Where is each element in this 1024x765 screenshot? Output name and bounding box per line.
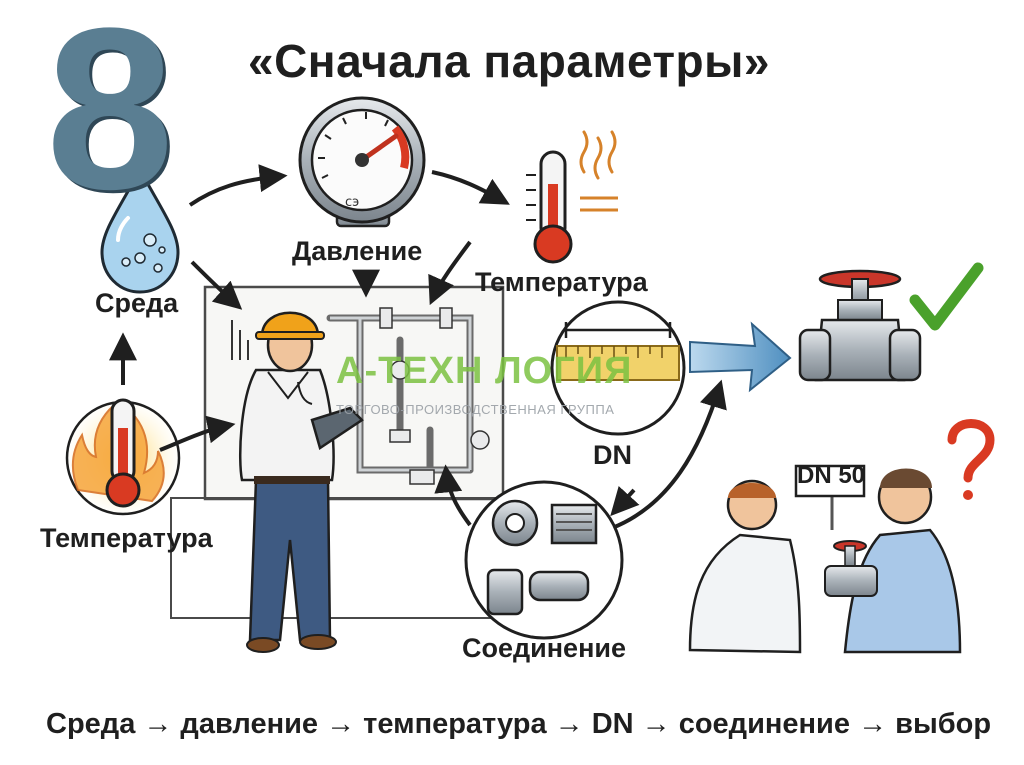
- ruler-icon: [550, 300, 686, 436]
- drop-icon: [100, 166, 180, 294]
- page-title: «Сначала параметры»: [248, 35, 770, 87]
- thermometer-hot-icon: [65, 398, 181, 516]
- label-pressure: Давление: [292, 236, 423, 266]
- label-dn: DN: [593, 440, 632, 470]
- watermark-logo: А-ТЕХН ЛОГИЯ: [336, 350, 633, 392]
- result-arrow: [689, 321, 792, 393]
- label-temperature-left: Температура: [40, 523, 213, 553]
- technicians-scene: [688, 419, 995, 654]
- flow-sequence: Среда → давление → температура → DN → со…: [46, 708, 992, 740]
- flow-arrows: [109, 164, 727, 530]
- label-connection: Соединение: [462, 633, 626, 663]
- watermark-subtitle: ТОРГОВО-ПРОИЗВОДСТВЕННАЯ ГРУППА: [336, 402, 615, 417]
- engineer-figure: [238, 311, 364, 653]
- pressure-gauge-icon: [298, 96, 426, 228]
- label-media: Среда: [95, 288, 179, 318]
- label-temperature-top: Температура: [475, 267, 648, 297]
- step-number: 8: [46, 0, 174, 237]
- sign-dn50: DN 50: [797, 462, 866, 489]
- gauge-mark: cэ: [345, 195, 359, 210]
- fittings-icon: [464, 480, 624, 640]
- valve-icon: [798, 269, 922, 382]
- question-icon: [947, 419, 995, 483]
- check-icon: [909, 262, 984, 331]
- thermometer-icon: [526, 130, 618, 264]
